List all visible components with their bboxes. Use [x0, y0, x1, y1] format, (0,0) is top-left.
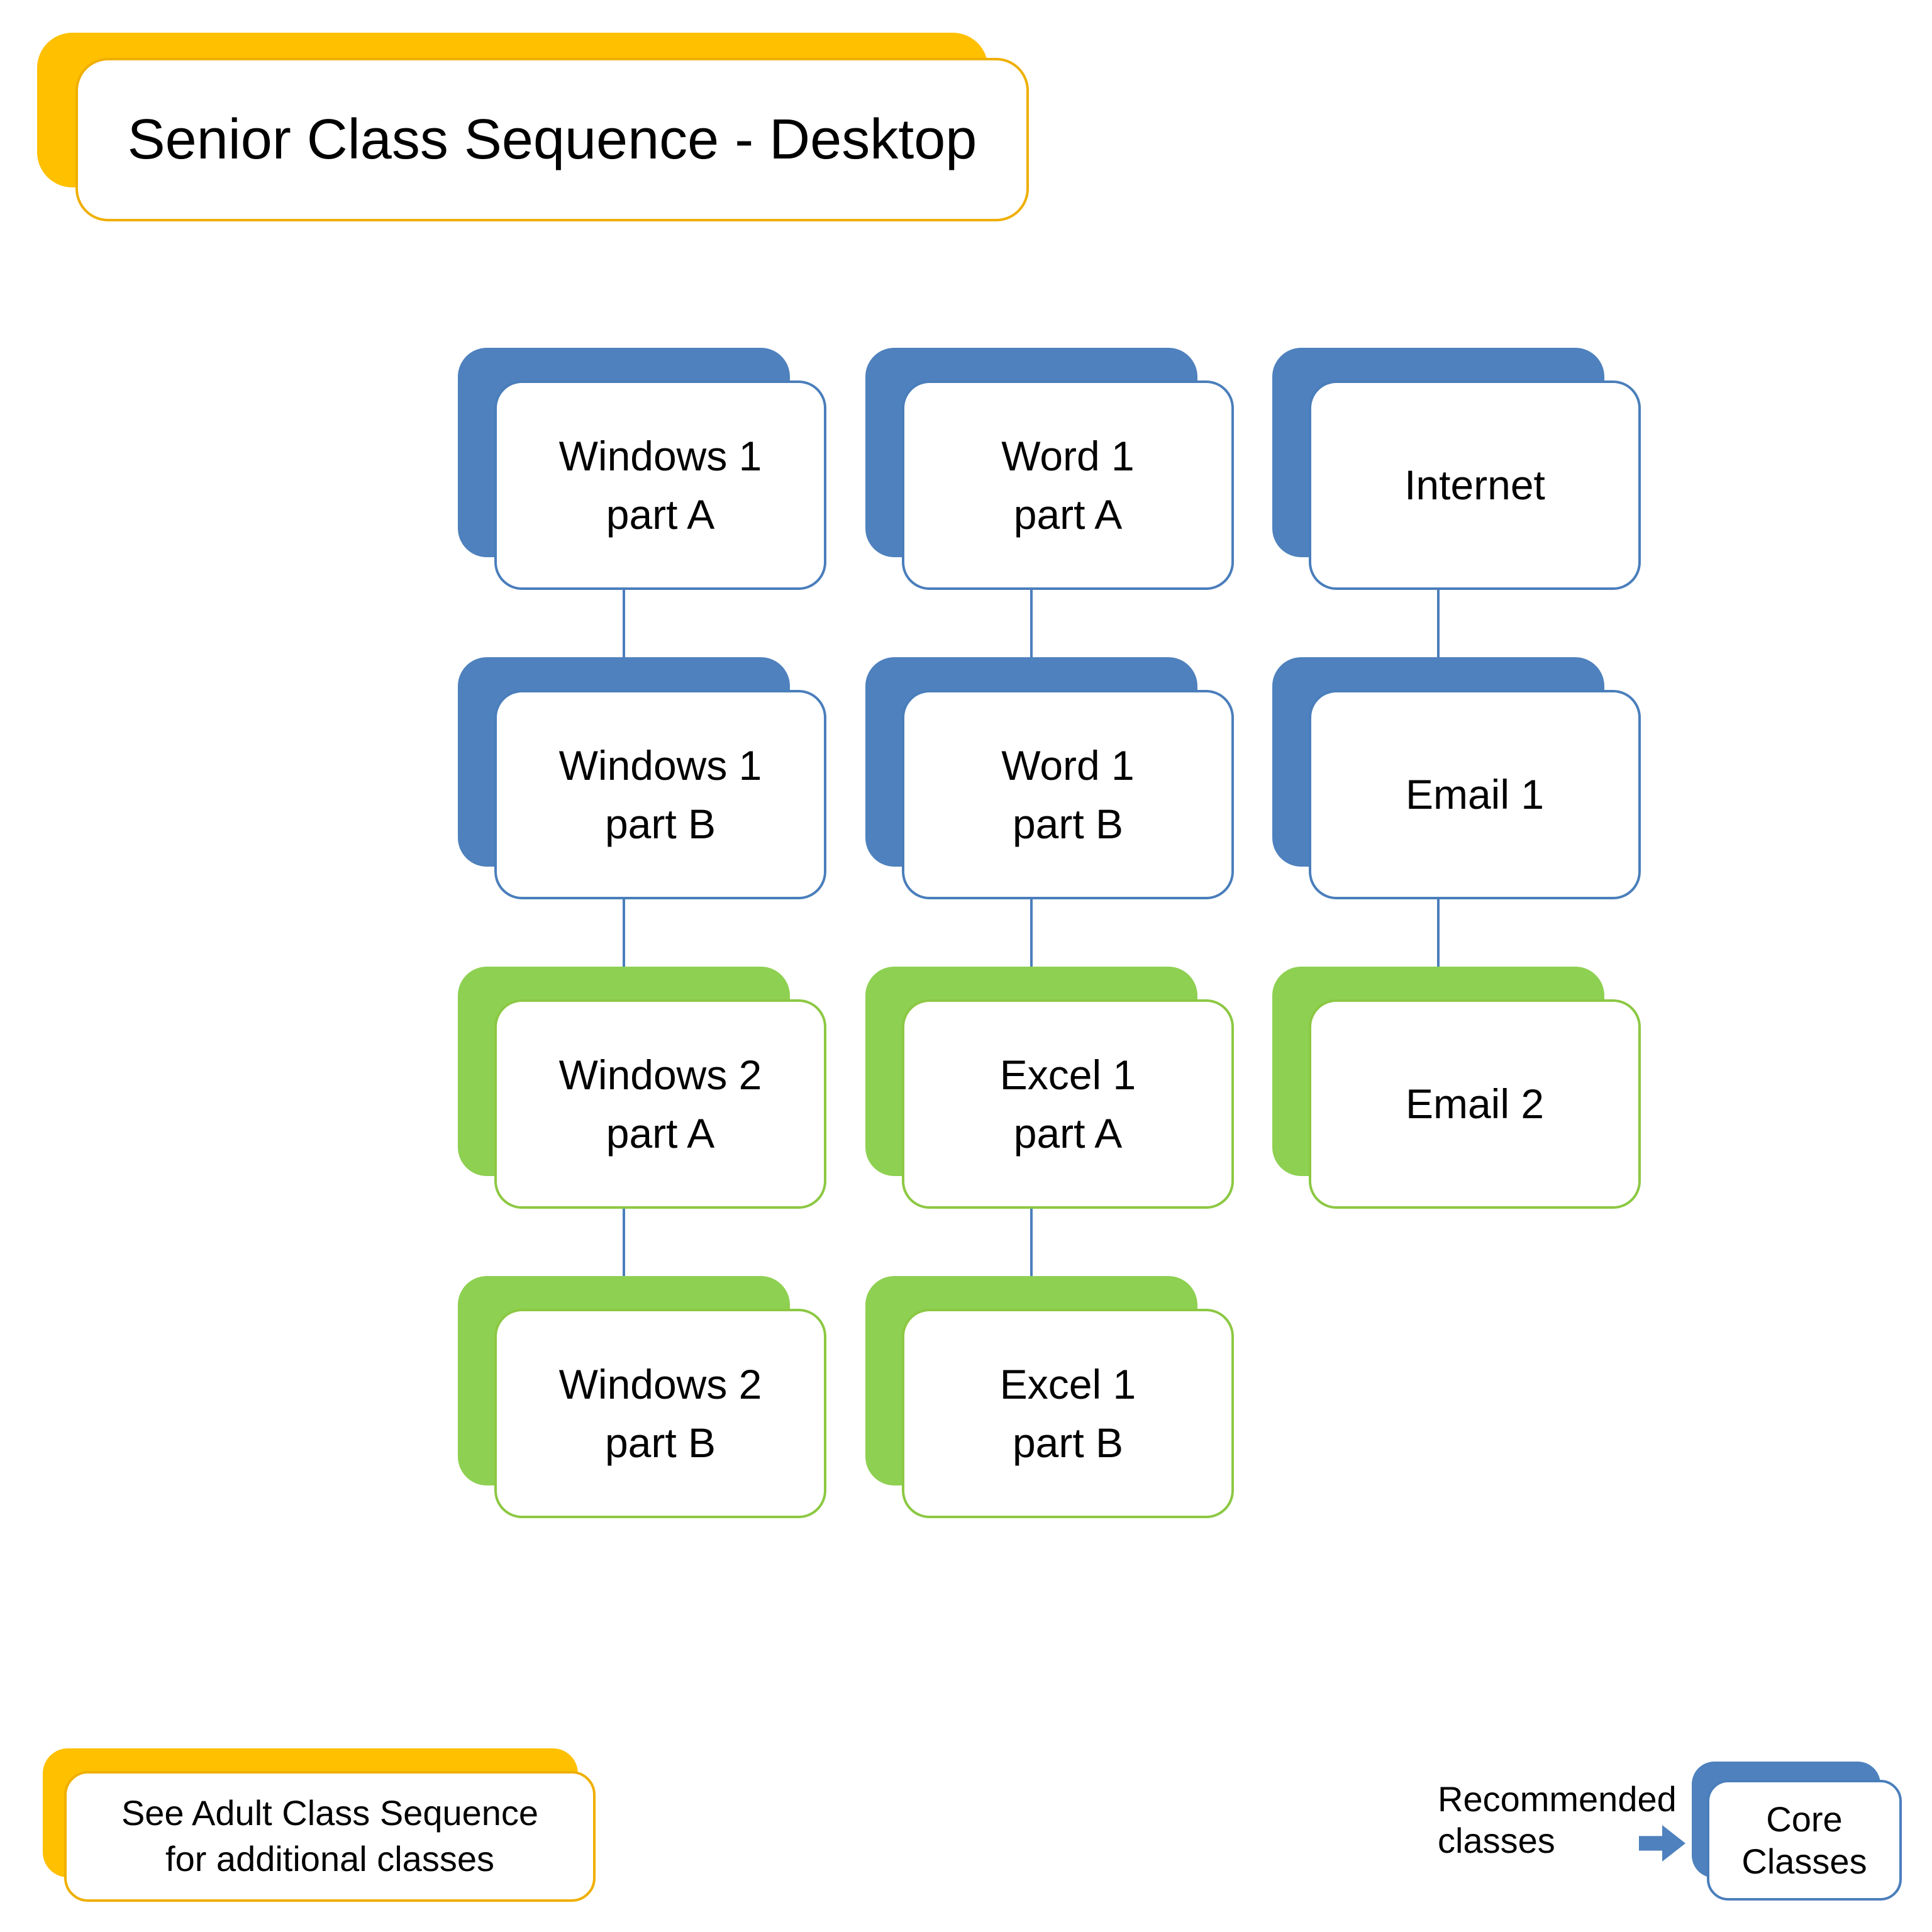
class-box-label: Windows 1	[558, 742, 762, 789]
class-box-label: part A	[606, 491, 715, 538]
class-box-windows-2-part-a: Windows 2 part A	[458, 967, 826, 1209]
class-box-front: Email 1	[1309, 690, 1641, 899]
class-box-front: Word 1 part B	[902, 690, 1234, 899]
connector-line	[623, 1166, 625, 1311]
class-box-label: part B	[604, 1419, 716, 1466]
class-box-label: Windows 1	[558, 433, 762, 480]
class-box-front: Windows 1 part B	[494, 690, 826, 899]
legend-label-line: Recommended	[1438, 1779, 1677, 1819]
class-box-email-1: Email 1	[1272, 657, 1641, 899]
class-box-label: Word 1	[1001, 433, 1135, 480]
class-box-windows-1-part-b: Windows 1 part B	[458, 657, 826, 899]
title-card: Senior Class Sequence - Desktop	[0, 0, 1069, 252]
core-classes-card: Core Classes	[1667, 1742, 1931, 1932]
connector-line	[1437, 547, 1440, 692]
connector-line	[623, 547, 625, 692]
connector-line	[1030, 547, 1033, 692]
class-box-front: Excel 1 part A	[902, 999, 1234, 1209]
class-box-email-2: Email 2	[1272, 967, 1641, 1209]
class-box-label: Internet	[1404, 462, 1545, 509]
class-box-front: Windows 2 part A	[494, 999, 826, 1209]
class-box-label: Windows 2	[558, 1361, 762, 1408]
core-classes-card-front: Core Classes	[1707, 1780, 1902, 1901]
connector-line	[1030, 857, 1033, 1001]
class-box-label: part B	[604, 800, 716, 847]
class-box-front: Word 1 part A	[902, 380, 1234, 590]
title-card-front: Senior Class Sequence - Desktop	[75, 58, 1029, 221]
class-box-word-1-part-a: Word 1 part A	[865, 348, 1234, 590]
class-box-label: Excel 1	[999, 1361, 1136, 1408]
class-box-windows-2-part-b: Windows 2 part B	[458, 1276, 826, 1518]
class-box-label: part A	[1013, 1109, 1123, 1157]
class-box-word-1-part-b: Word 1 part B	[865, 657, 1234, 899]
class-box-label: part A	[1013, 491, 1123, 538]
class-box-front: Windows 1 part A	[494, 380, 826, 590]
note-text: See Adult Class Sequence	[121, 1793, 539, 1833]
note-card: See Adult Class Sequence for additional …	[0, 1723, 629, 1932]
class-box-label: Windows 2	[558, 1052, 762, 1099]
note-text: for additional classes	[165, 1839, 494, 1879]
class-box-windows-1-part-a: Windows 1 part A	[458, 348, 826, 590]
class-box-internet: Internet	[1272, 348, 1641, 590]
class-box-label: Email 2	[1405, 1080, 1545, 1128]
connector-line	[1030, 1166, 1033, 1311]
legend-label-line: classes	[1438, 1821, 1555, 1861]
class-box-front: Windows 2 part B	[494, 1309, 826, 1518]
page-title: Senior Class Sequence - Desktop	[127, 108, 977, 171]
class-box-label: part B	[1012, 1419, 1124, 1466]
connector-line	[623, 857, 625, 1001]
class-box-label: part A	[606, 1109, 715, 1157]
class-box-label: part B	[1012, 800, 1124, 847]
class-box-label: Word 1	[1001, 742, 1135, 789]
class-box-label: Email 1	[1405, 771, 1545, 818]
class-box-excel-1-part-a: Excel 1 part A	[865, 967, 1234, 1209]
class-box-front: Excel 1 part B	[902, 1309, 1234, 1518]
class-box-label: Excel 1	[999, 1052, 1136, 1099]
class-box-front: Email 2	[1309, 999, 1641, 1209]
class-box-excel-1-part-b: Excel 1 part B	[865, 1276, 1234, 1518]
legend-label: Recommended classes	[1438, 1779, 1677, 1862]
core-classes-label: Classes	[1741, 1841, 1867, 1881]
core-classes-label: Core	[1766, 1799, 1843, 1839]
note-card-front: See Adult Class Sequence for additional …	[64, 1771, 596, 1902]
connector-line	[1437, 857, 1440, 1001]
class-box-front: Internet	[1309, 380, 1641, 590]
